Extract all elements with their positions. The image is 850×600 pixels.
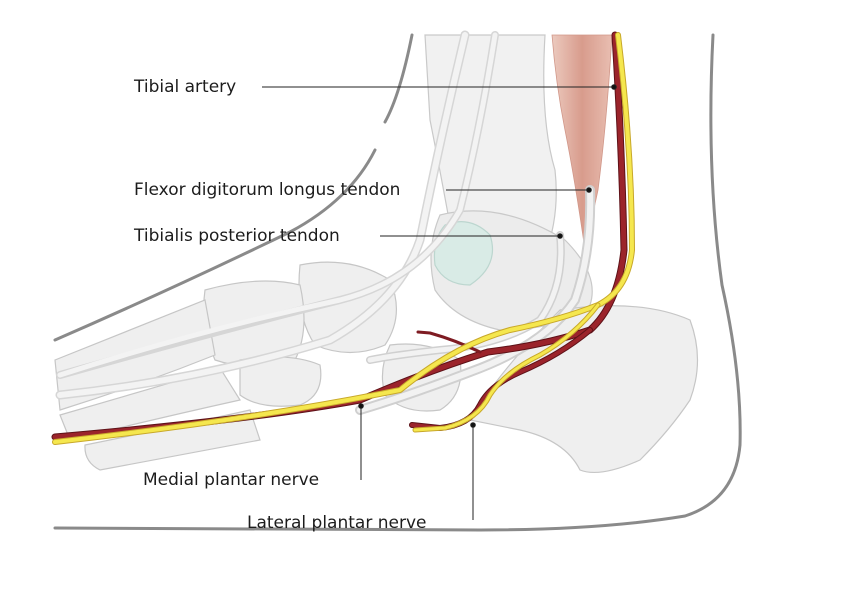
leader-lines: [262, 84, 617, 520]
leader-dot-medial-plantar: [358, 403, 364, 409]
label-lateral-plantar-nerve: Lateral plantar nerve: [247, 513, 427, 533]
tendon-tp-inner: [367, 232, 564, 363]
skin-outline-dorsal: [53, 148, 377, 342]
label-tibial-artery: Tibial artery: [134, 77, 237, 97]
tibial-nerve: [53, 33, 634, 444]
lateral-plantar-nerve: [413, 303, 600, 432]
leader-dot-tp: [557, 233, 563, 239]
tendon-secondary-inner: [57, 32, 498, 378]
foot-bones: [54, 261, 699, 473]
leader-dot-fdl: [586, 187, 592, 193]
muscle-belly: [551, 34, 613, 251]
tendons: [55, 30, 596, 415]
leader-dot-lateral-plantar: [470, 422, 476, 428]
label-tibialis-posterior-tendon: Tibialis posterior tendon: [134, 226, 340, 246]
leader-dot-tibial-artery: [611, 84, 617, 90]
skin-outline-front-leg: [383, 33, 414, 124]
tendon-fdl-inner: [357, 187, 594, 413]
skin-outline-heel: [53, 33, 742, 532]
nerves: [52, 32, 635, 445]
label-medial-plantar-nerve: Medial plantar nerve: [143, 470, 320, 490]
label-flexor-digitorum-longus-tendon: Flexor digitorum longus tendon: [134, 180, 401, 200]
deep-plantar-branch: [416, 330, 482, 354]
talus-cartilage: [433, 221, 494, 286]
tendon-long-extensor-inner: [57, 32, 468, 398]
